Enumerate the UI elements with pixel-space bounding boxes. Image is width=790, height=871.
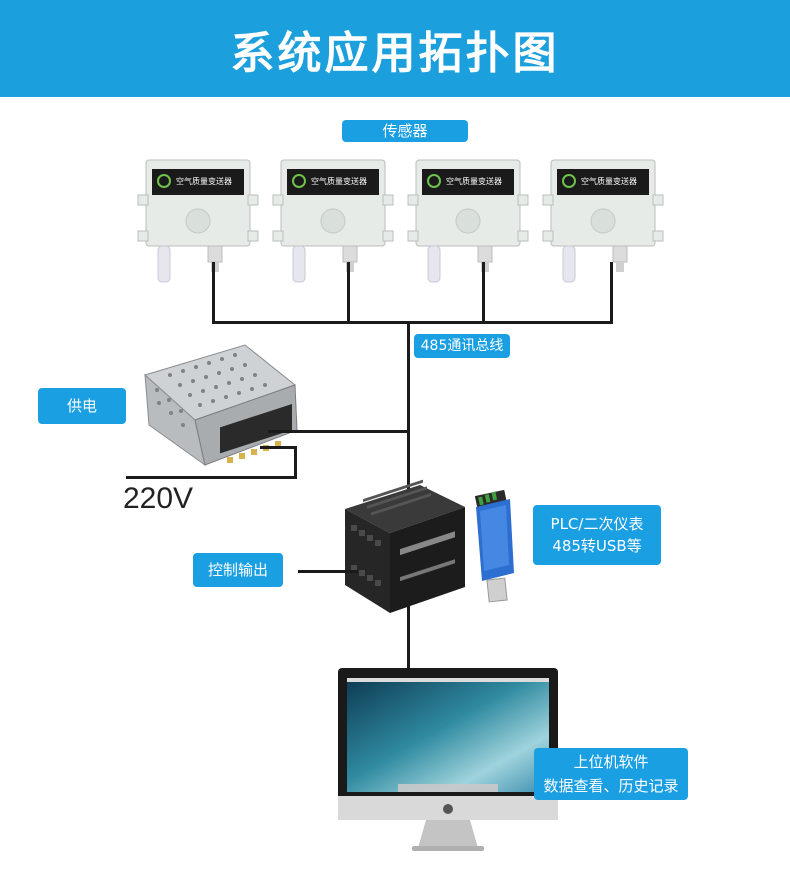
ac-input-wire-top [260, 446, 297, 449]
page-title: 系统应用拓扑图 [230, 27, 560, 79]
plc-label-line2: 485转USB等 [552, 537, 642, 555]
pc-label-line1: 上位机软件 [573, 753, 649, 771]
sensor-cable-4 [610, 262, 613, 324]
ac-input-wire-vertical [294, 446, 297, 479]
power-to-bus-line [268, 430, 410, 433]
apple-logo-icon [443, 804, 453, 814]
plc-module [345, 479, 465, 613]
bus-label: 485通讯总线 [414, 334, 510, 358]
plc-usb-label: PLC/二次仪表 485转USB等 [533, 505, 661, 565]
pc-label-line2: 数据查看、历史记录 [543, 777, 679, 795]
power-supply [144, 344, 298, 467]
sensor-device-1: 空气质量变送器 [137, 159, 259, 283]
power-label: 供电 [38, 388, 126, 424]
pc-software-label: 上位机软件 数据查看、历史记录 [534, 748, 688, 800]
sensor-cable-2 [347, 262, 350, 324]
sensor-device-4: 空气质量变送器 [542, 159, 664, 283]
pc-monitor [338, 668, 558, 851]
plc-to-pc-line [407, 606, 410, 670]
sensors-label: 传感器 [342, 120, 468, 142]
ac-input-wire-horizontal [126, 476, 297, 479]
sensor-device-text: 空气质量变送器 [176, 176, 232, 186]
plc-label-line1: PLC/二次仪表 [550, 514, 644, 533]
sensor-device-2: 空气质量变送器 [272, 159, 394, 283]
sensor-device-text: 空气质量变送器 [581, 176, 637, 186]
sensor-device-text: 空气质量变送器 [446, 176, 502, 186]
bus-line [212, 321, 613, 324]
sensor-cable-1 [212, 262, 215, 324]
usb-converter [474, 489, 514, 603]
control-output-line [298, 570, 358, 573]
voltage-text: 220V [123, 482, 194, 515]
sensor-device-3: 空气质量变送器 [407, 159, 529, 283]
sensor-device-text: 空气质量变送器 [311, 176, 367, 186]
title-banner: 系统应用拓扑图 [0, 0, 790, 97]
sensor-cable-3 [482, 262, 485, 324]
control-output-label: 控制输出 [193, 553, 283, 587]
bus-trunk [407, 321, 410, 501]
